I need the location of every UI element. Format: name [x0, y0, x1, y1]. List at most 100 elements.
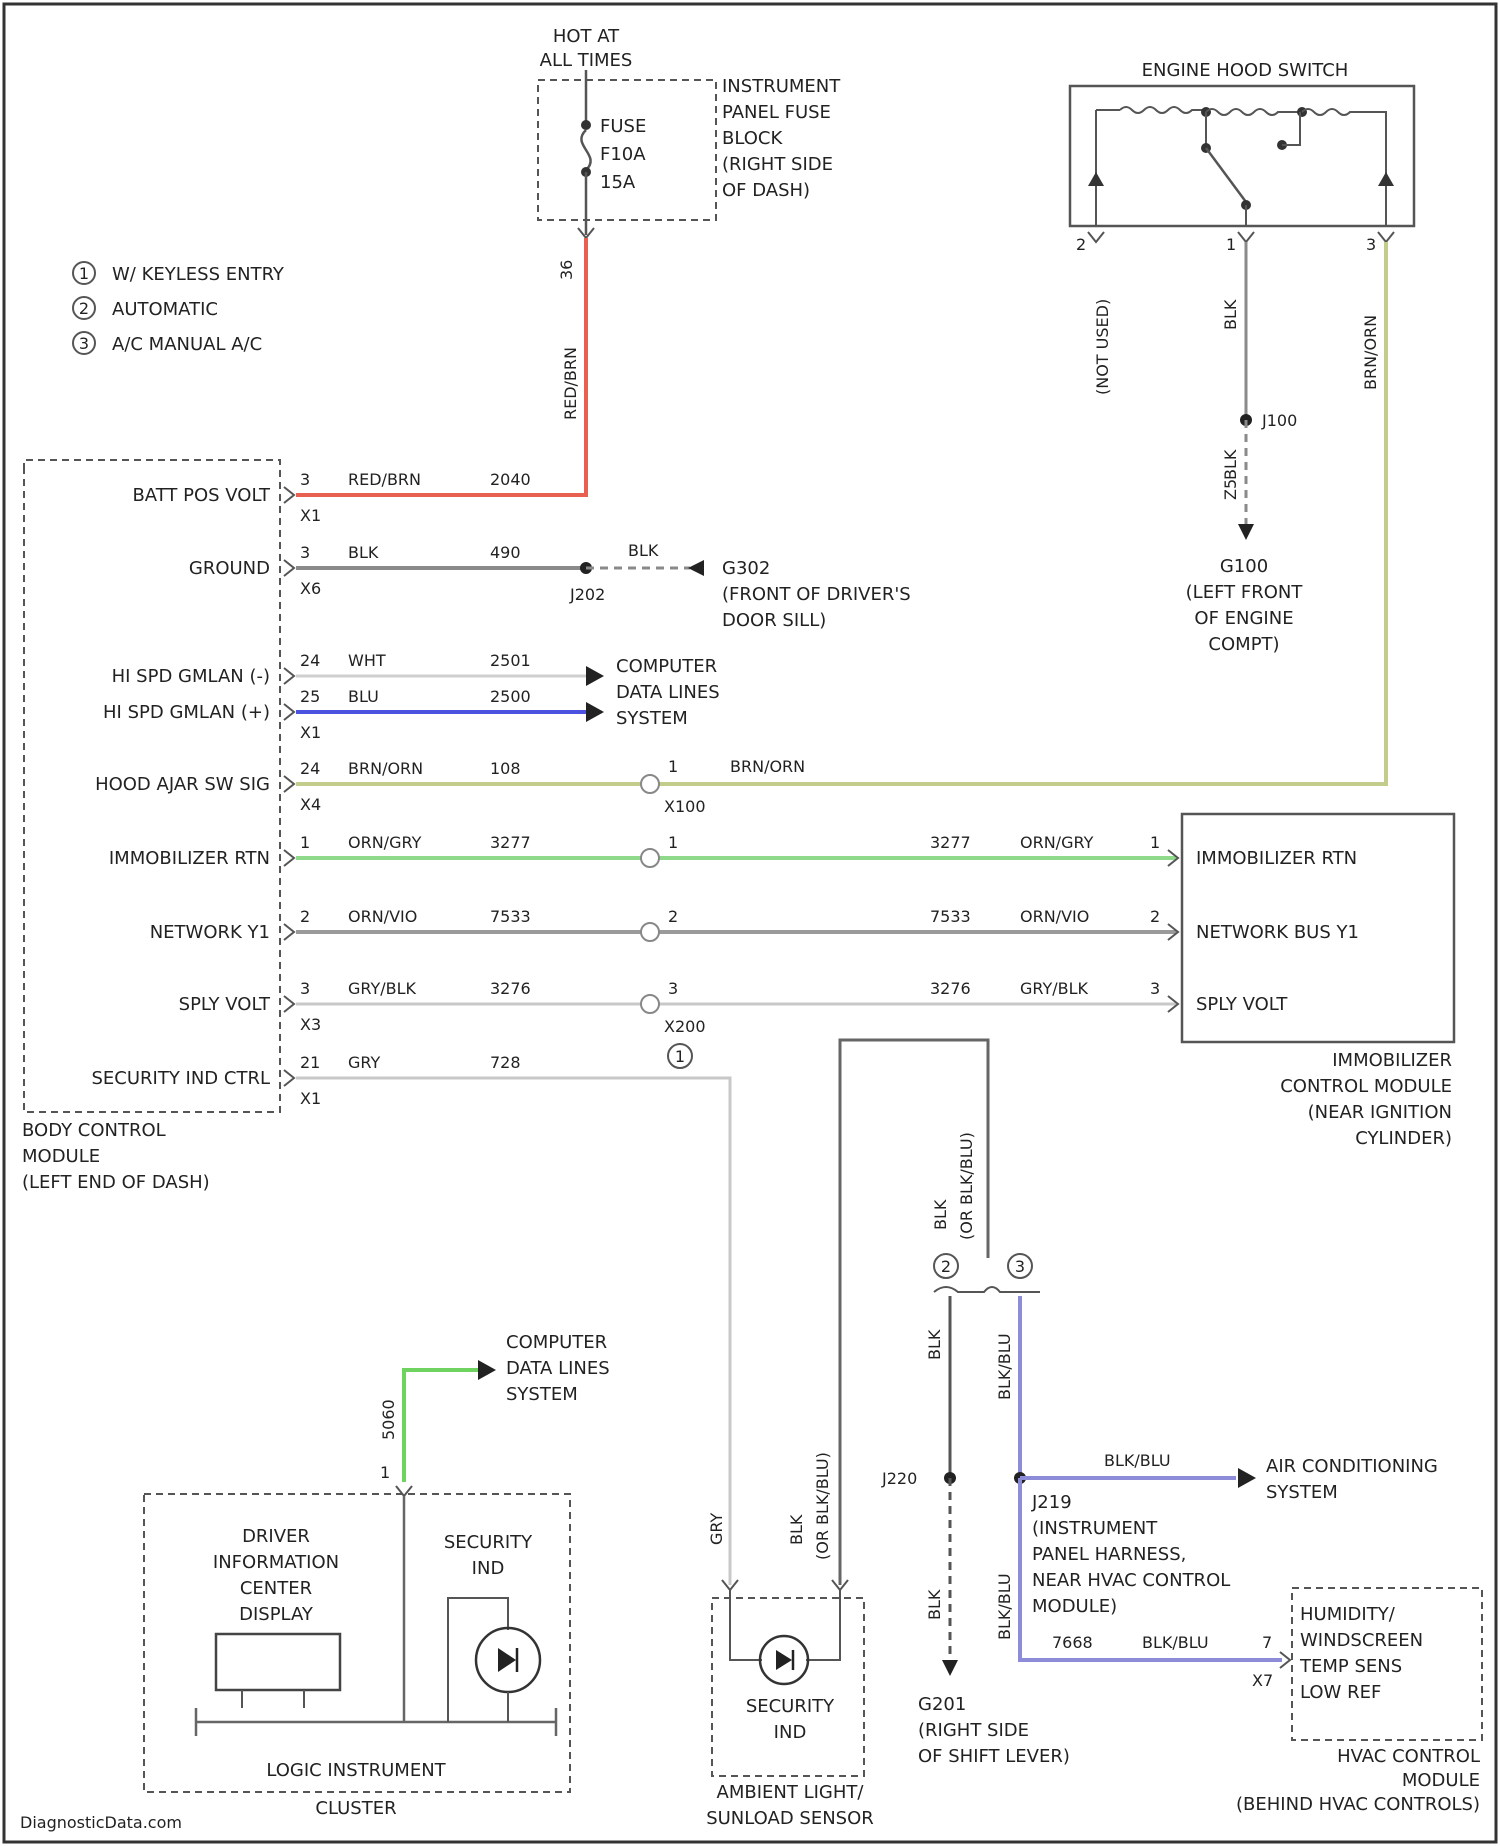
hood-switch-pin-3: 3 — [1366, 235, 1376, 254]
bcm-label-5: IMMOBILIZER RTN — [109, 848, 270, 869]
immo-circuit-0: 3277 — [930, 833, 971, 852]
x100-color: BRN/ORN — [730, 757, 805, 776]
ac-system-2: SYSTEM — [1266, 1482, 1338, 1503]
ground-g302-3: DOOR SILL) — [722, 610, 826, 631]
bcm-pin-mark-6 — [284, 924, 294, 940]
hvac-1: HUMIDITY/ — [1300, 1604, 1396, 1625]
ground-g100-3: OF ENGINE — [1194, 608, 1293, 629]
splice-j202-label: J202 — [569, 585, 605, 604]
sensor-gry-label: GRY — [707, 1513, 726, 1545]
immo-name-3: (NEAR IGNITION — [1308, 1102, 1452, 1123]
immo-color-2: GRY/BLK — [1020, 979, 1089, 998]
bcm-circuit-6: 7533 — [490, 907, 531, 926]
bcm-pin-mark-4 — [284, 776, 294, 792]
bcm-pin-6: 2 — [300, 907, 310, 926]
fuse-block-name-2: PANEL FUSE — [722, 102, 831, 123]
bcm-conn-7: X3 — [300, 1015, 321, 1034]
immo-label-3: SPLY VOLT — [1196, 994, 1288, 1015]
bcm-conn-8: X1 — [300, 1089, 321, 1108]
instrument-cluster: COMPUTER DATA LINES SYSTEM 5060 1 DRIVER… — [144, 1332, 610, 1819]
legend-num-2: 2 — [79, 299, 89, 318]
bcm-name-3: (LEFT END OF DASH) — [22, 1172, 210, 1193]
sensor-blk-blu-label: (OR BLK/BLU) — [813, 1452, 832, 1560]
ac-system-1: AIR CONDITIONING — [1266, 1456, 1438, 1477]
dic-4: DISPLAY — [239, 1604, 314, 1625]
hood-switch-blk-2: BLK — [1221, 449, 1240, 480]
fuse-block-name-1: INSTRUMENT — [722, 76, 841, 97]
ground-g201-3: OF SHIFT LEVER) — [918, 1746, 1070, 1767]
immo-pin-1: 2 — [1150, 907, 1160, 926]
immobilizer-control-module: IMMOBILIZER RTN NETWORK BUS Y1 SPLY VOLT… — [1168, 814, 1454, 1149]
hood-switch-resistor-1 — [1120, 107, 1206, 113]
j219-5: MODULE) — [1032, 1596, 1117, 1617]
g302-blk: BLK — [628, 541, 659, 560]
fuse-wire-color: RED/BRN — [561, 347, 580, 420]
bcm-pin-5: 1 — [300, 833, 310, 852]
dic-3: CENTER — [240, 1578, 312, 1599]
ground-g302-icon — [688, 560, 704, 576]
blk-blu-lower-label: BLK/BLU — [995, 1573, 1014, 1640]
connector-x100: 1 BRN/ORN X100 — [641, 757, 805, 816]
bcm-circuit-1: 490 — [490, 543, 521, 562]
j219-2: (INSTRUMENT — [1032, 1518, 1158, 1539]
hood-switch-contact — [1206, 148, 1246, 202]
sensor-outline — [712, 1598, 864, 1776]
bcm-wire-color-8: GRY — [348, 1053, 380, 1072]
wire-red-brn — [296, 238, 586, 495]
ground-g201-1: G201 — [918, 1694, 966, 1715]
sensor-security-ind-2: IND — [774, 1722, 807, 1743]
bcm-label-2: HI SPD GMLAN (-) — [112, 666, 270, 687]
bcm-wire-color-5: ORN/GRY — [348, 833, 422, 852]
immo-pin-2: 3 — [1150, 979, 1160, 998]
fuse-label-2: F10A — [600, 144, 646, 165]
bcm-label-3: HI SPD GMLAN (+) — [103, 702, 270, 723]
bcm-label-0: BATT POS VOLT — [132, 485, 271, 506]
ground-g302-1: G302 — [722, 558, 770, 579]
bcm-pin-3: 25 — [300, 687, 320, 706]
immo-color-0: ORN/GRY — [1020, 833, 1094, 852]
hvac-name-1: HVAC CONTROL — [1337, 1746, 1480, 1767]
hood-switch-pin-1: 1 — [1226, 235, 1236, 254]
x200-pin-1: 1 — [668, 833, 678, 852]
hvac-4: LOW REF — [1300, 1682, 1381, 1703]
bcm-pin-mark-5 — [284, 850, 294, 866]
cdl2-1: COMPUTER — [506, 1332, 607, 1353]
cluster-pin: 1 — [380, 1463, 390, 1482]
blk-lower-label: BLK — [925, 1589, 944, 1620]
sensor-security-ind-1: SECURITY — [746, 1696, 835, 1717]
bcm-wire-color-2: WHT — [348, 651, 386, 670]
bcm-wire-color-1: BLK — [348, 543, 379, 562]
blk-blu-label-top: (OR BLK/BLU) — [957, 1132, 976, 1240]
bcm-wire-color-4: BRN/ORN — [348, 759, 423, 778]
bcm-conn-4: X4 — [300, 795, 321, 814]
bcm-label-6: NETWORK Y1 — [150, 922, 270, 943]
immo-name-1: IMMOBILIZER — [1332, 1050, 1452, 1071]
hood-switch-not-used: (NOT USED) — [1093, 299, 1112, 395]
hot-at-all-times-2: ALL TIMES — [540, 50, 633, 71]
cdl1-2: DATA LINES — [616, 682, 720, 703]
x200-pin-3: 3 — [668, 979, 678, 998]
bcm-circuit-0: 2040 — [490, 470, 531, 489]
x200-name: X200 — [664, 1017, 706, 1036]
j219-3: PANEL HARNESS, — [1032, 1544, 1186, 1565]
hvac-name-3: (BEHIND HVAC CONTROLS) — [1236, 1794, 1480, 1815]
hood-switch-z5: Z5 — [1221, 479, 1240, 500]
hvac-3: TEMP SENS — [1299, 1656, 1402, 1677]
bcm-name-1: BODY CONTROL — [22, 1120, 166, 1141]
ground-g201-icon — [942, 1660, 958, 1676]
bcm-pin-7: 3 — [300, 979, 310, 998]
circle-option-2-num: 2 — [941, 1257, 951, 1276]
blk-left-label: BLK — [925, 1329, 944, 1360]
ground-g100-2: (LEFT FRONT — [1186, 582, 1304, 603]
cluster-wire-circuit: 5060 — [379, 1399, 398, 1440]
splice-j220-label: J220 — [881, 1469, 917, 1488]
hvac-conn-x7: X7 — [1252, 1671, 1273, 1690]
wire-sensor-ground — [840, 1040, 988, 1585]
legend-num-3: 3 — [79, 334, 89, 353]
bcm-pin-mark-1 — [284, 560, 294, 576]
legend-num-1: 1 — [79, 264, 89, 283]
engine-hood-switch-group: ENGINE HOOD SWITCH 2 1 3 (NOT USED) BLK … — [1070, 60, 1414, 655]
fuse-icon — [581, 130, 590, 170]
cdl2-2: DATA LINES — [506, 1358, 610, 1379]
bcm-pin-mark-2 — [284, 668, 294, 684]
